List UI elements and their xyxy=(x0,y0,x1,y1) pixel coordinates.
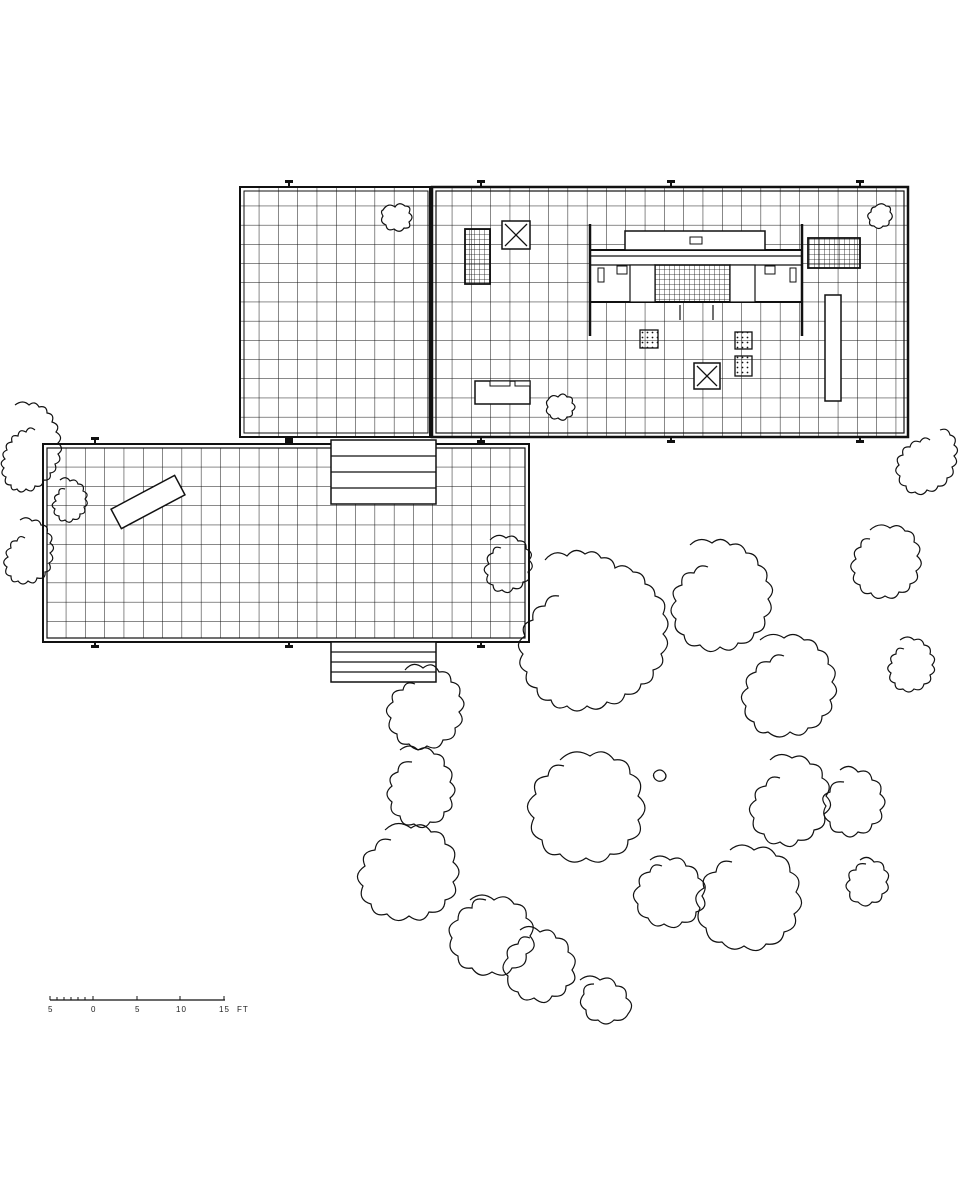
tree-canopy-right-edge xyxy=(850,428,959,693)
tree-canopy-left xyxy=(0,401,533,594)
upper-steps xyxy=(330,439,437,505)
interior-furnishings xyxy=(380,203,893,421)
lower-steps xyxy=(330,641,437,683)
scale-bar: 5 0 5 10 15 FT xyxy=(48,996,249,1014)
steel-columns-lower xyxy=(91,437,485,648)
steel-columns-upper xyxy=(285,180,864,443)
scale-label-15: 15 xyxy=(219,1005,230,1014)
lower-terrace-slab xyxy=(42,443,530,643)
scale-label-5: 5 xyxy=(135,1005,140,1014)
scale-label-0: 0 xyxy=(91,1005,96,1014)
tree-canopy-large xyxy=(356,538,890,1025)
scale-label-neg5: 5 xyxy=(48,1005,53,1014)
scale-label-10: 10 xyxy=(176,1005,187,1014)
scale-unit: FT xyxy=(237,1005,249,1014)
